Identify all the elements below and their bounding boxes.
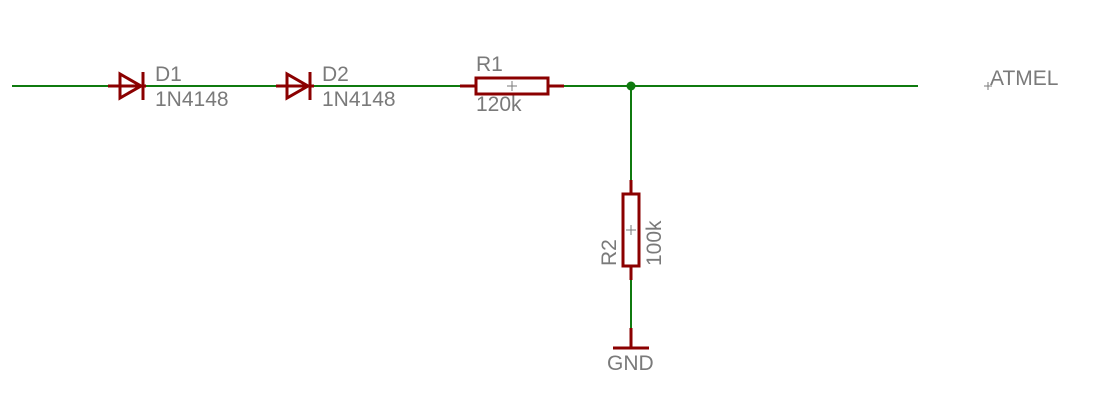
r2-value-label: 100k	[643, 220, 666, 266]
diode-d2: D2 1N4148	[276, 63, 396, 111]
r1-name-label: R1	[476, 53, 503, 76]
gnd-label: GND	[607, 352, 654, 375]
atmel-label: ATMEL	[990, 67, 1058, 90]
atmel-net-label: ATMEL	[984, 67, 1058, 90]
resistor-r2: R2 100k	[598, 180, 666, 280]
ground-symbol: GND	[607, 328, 654, 375]
d2-value-label: 1N4148	[322, 88, 396, 111]
resistor-r1: R1 120k	[460, 53, 564, 116]
d1-value-label: 1N4148	[155, 88, 229, 111]
r1-value-label: 120k	[476, 93, 522, 116]
d1-name-label: D1	[155, 63, 182, 86]
diode-d1: D1 1N4148	[108, 63, 229, 111]
r2-name-label: R2	[598, 239, 621, 266]
d2-name-label: D2	[322, 63, 349, 86]
